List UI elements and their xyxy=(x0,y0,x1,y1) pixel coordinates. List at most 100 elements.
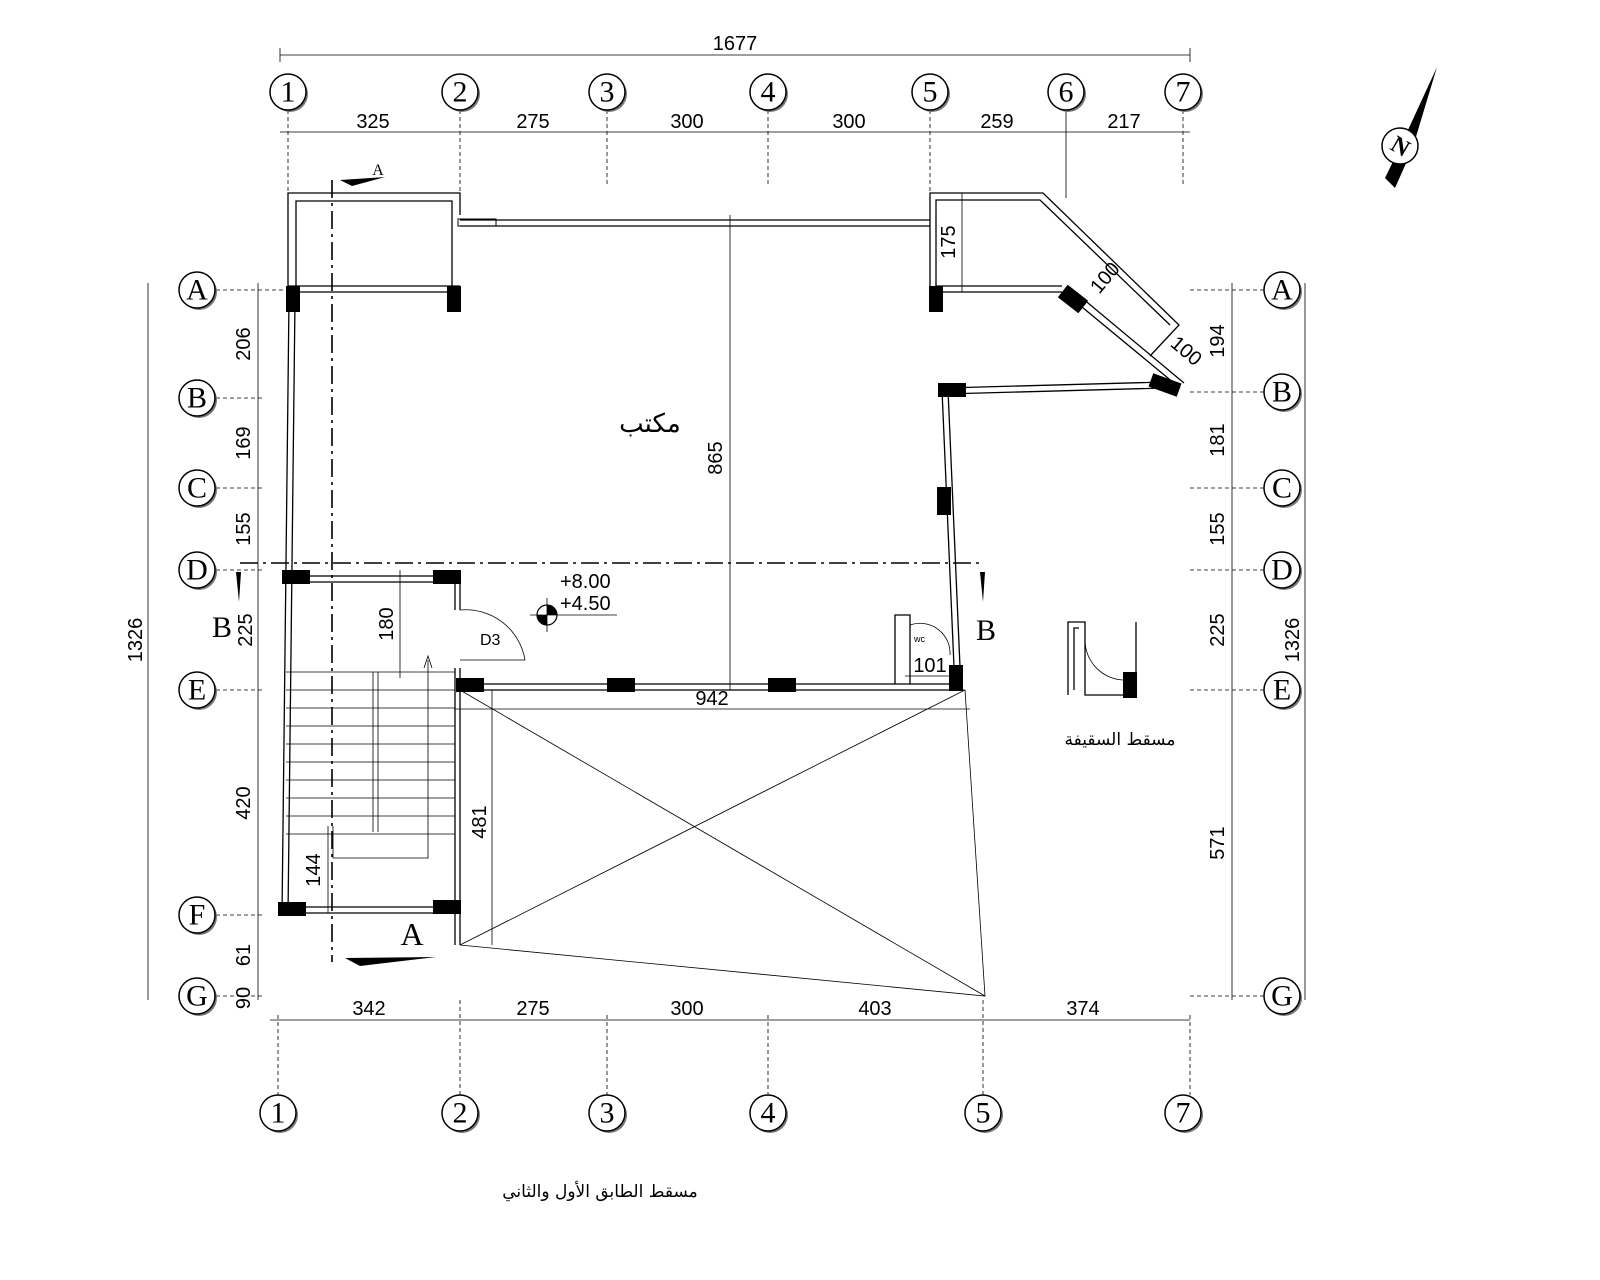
dimension-label: 865 xyxy=(705,441,727,474)
open-void xyxy=(459,689,986,997)
staircase xyxy=(286,654,455,859)
svg-text:1: 1 xyxy=(281,76,296,109)
svg-text:5: 5 xyxy=(923,76,938,109)
axis-bubble-2: 2 xyxy=(441,1094,480,1133)
svg-text:A: A xyxy=(186,274,208,307)
dimension-label: 194 xyxy=(1207,324,1229,357)
axis-bubble-G: G xyxy=(178,977,217,1016)
dimension-label: 275 xyxy=(516,111,549,133)
axis-bubble-B: B xyxy=(178,379,217,418)
svg-text:7: 7 xyxy=(1176,76,1191,109)
plan-title: مسقط الطابق الأول والثاني xyxy=(502,1181,697,1202)
axis-bubble-7: 7 xyxy=(1164,73,1203,112)
axis-bubble-A: A xyxy=(178,271,217,310)
axis-bubble-7: 7 xyxy=(1164,1094,1203,1133)
axis-bubble-5: 5 xyxy=(911,73,950,112)
dimension-label: 300 xyxy=(670,998,703,1020)
svg-text:D: D xyxy=(1271,554,1293,587)
dimension-label: 275 xyxy=(516,998,549,1020)
svg-text:3: 3 xyxy=(600,76,615,109)
overall-height-label: 1326 xyxy=(125,618,147,663)
svg-text:7: 7 xyxy=(1176,1097,1191,1130)
axis-bubble-D: D xyxy=(178,551,217,590)
door-swing xyxy=(459,609,526,661)
svg-text:6: 6 xyxy=(1059,76,1074,109)
svg-text:D: D xyxy=(186,554,208,587)
overall-width-label: 1677 xyxy=(713,33,758,55)
svg-text:C: C xyxy=(187,472,207,505)
wc-label: wc xyxy=(913,634,925,644)
building-walls xyxy=(281,192,1185,997)
svg-text:3: 3 xyxy=(600,1097,615,1130)
dimension-label: 155 xyxy=(233,512,255,545)
axis-bubble-4: 4 xyxy=(749,1094,788,1133)
svg-text:4: 4 xyxy=(761,1097,776,1130)
dimension-label: 101 xyxy=(913,655,946,677)
dimension-label: 481 xyxy=(469,805,491,838)
axis-bubble-E: E xyxy=(1263,671,1302,710)
dimension-label: 206 xyxy=(233,327,255,360)
dimension-label: 155 xyxy=(1207,512,1229,545)
dimension-label: 100 xyxy=(1166,332,1206,370)
axis-bubble-6: 6 xyxy=(1047,73,1086,112)
svg-text:G: G xyxy=(186,980,208,1013)
svg-text:1: 1 xyxy=(271,1097,286,1130)
dimension-label: 180 xyxy=(376,607,398,640)
axis-bubble-1: 1 xyxy=(269,73,308,112)
svg-text:E: E xyxy=(1273,674,1291,707)
axis-bubble-B: B xyxy=(1263,373,1302,412)
svg-text:A: A xyxy=(1271,274,1293,307)
dimension-label: 100 xyxy=(1086,258,1124,298)
dimension-label: 144 xyxy=(303,853,325,886)
svg-text:G: G xyxy=(1271,980,1293,1013)
svg-text:C: C xyxy=(1272,472,1292,505)
axis-bubble-3: 3 xyxy=(588,73,627,112)
dimension-label: 325 xyxy=(356,111,389,133)
dimension-label: 217 xyxy=(1107,111,1140,133)
dimension-label: 259 xyxy=(980,111,1013,133)
overall-width-dimension: 1677 xyxy=(279,33,1191,62)
dimension-label: 225 xyxy=(1207,613,1229,646)
svg-text:F: F xyxy=(189,899,206,932)
axis-bubble-3: 3 xyxy=(588,1094,627,1133)
right-grid-axes: 1326 A B C D E G 194 181 155 225 571 xyxy=(1190,271,1306,1016)
dimension-label: 181 xyxy=(1207,423,1229,456)
level-marker: +8.00 +4.50 xyxy=(530,571,617,632)
door-label: D3 xyxy=(480,632,501,649)
level-lower: +4.50 xyxy=(560,593,611,615)
axis-bubble-E: E xyxy=(178,671,217,710)
dimension-label: 300 xyxy=(832,111,865,133)
level-upper: +8.00 xyxy=(560,571,611,593)
section-b-label: B xyxy=(212,611,232,644)
svg-text:B: B xyxy=(187,382,207,415)
svg-text:5: 5 xyxy=(976,1097,991,1130)
dimension-label: 169 xyxy=(233,426,255,459)
dimension-label: 225 xyxy=(235,613,257,646)
top-grid-axes: 1 2 3 4 5 6 7 325 275 300 300 259 217 xyxy=(269,73,1203,300)
dimension-label: 61 xyxy=(233,944,255,966)
axis-bubble-4: 4 xyxy=(749,73,788,112)
axis-bubble-1: 1 xyxy=(259,1094,298,1133)
axis-bubble-G: G xyxy=(1263,977,1302,1016)
dimension-label: 90 xyxy=(233,987,255,1009)
overall-height-label: 1326 xyxy=(1282,618,1304,663)
dimension-label: 175 xyxy=(938,225,960,258)
room-label: مكتب xyxy=(619,409,681,439)
axis-bubble-F: F xyxy=(178,896,217,935)
dimension-label: 374 xyxy=(1066,998,1099,1020)
axis-bubble-C: C xyxy=(1263,469,1302,508)
axis-bubble-A: A xyxy=(1263,271,1302,310)
section-a-label: A xyxy=(372,162,384,179)
svg-text:B: B xyxy=(1272,376,1292,409)
dimension-label: 403 xyxy=(858,998,891,1020)
dimension-label: 342 xyxy=(352,998,385,1020)
svg-text:4: 4 xyxy=(761,76,776,109)
axis-bubble-2: 2 xyxy=(441,73,480,112)
dimension-label: 942 xyxy=(695,688,728,710)
dimension-label: 571 xyxy=(1207,826,1229,859)
section-a-label: A xyxy=(400,916,423,952)
bottom-grid-axes: 1 2 3 4 5 7 342 275 300 403 374 xyxy=(259,998,1203,1133)
svg-text:2: 2 xyxy=(453,1097,468,1130)
axis-bubble-D: D xyxy=(1263,551,1302,590)
